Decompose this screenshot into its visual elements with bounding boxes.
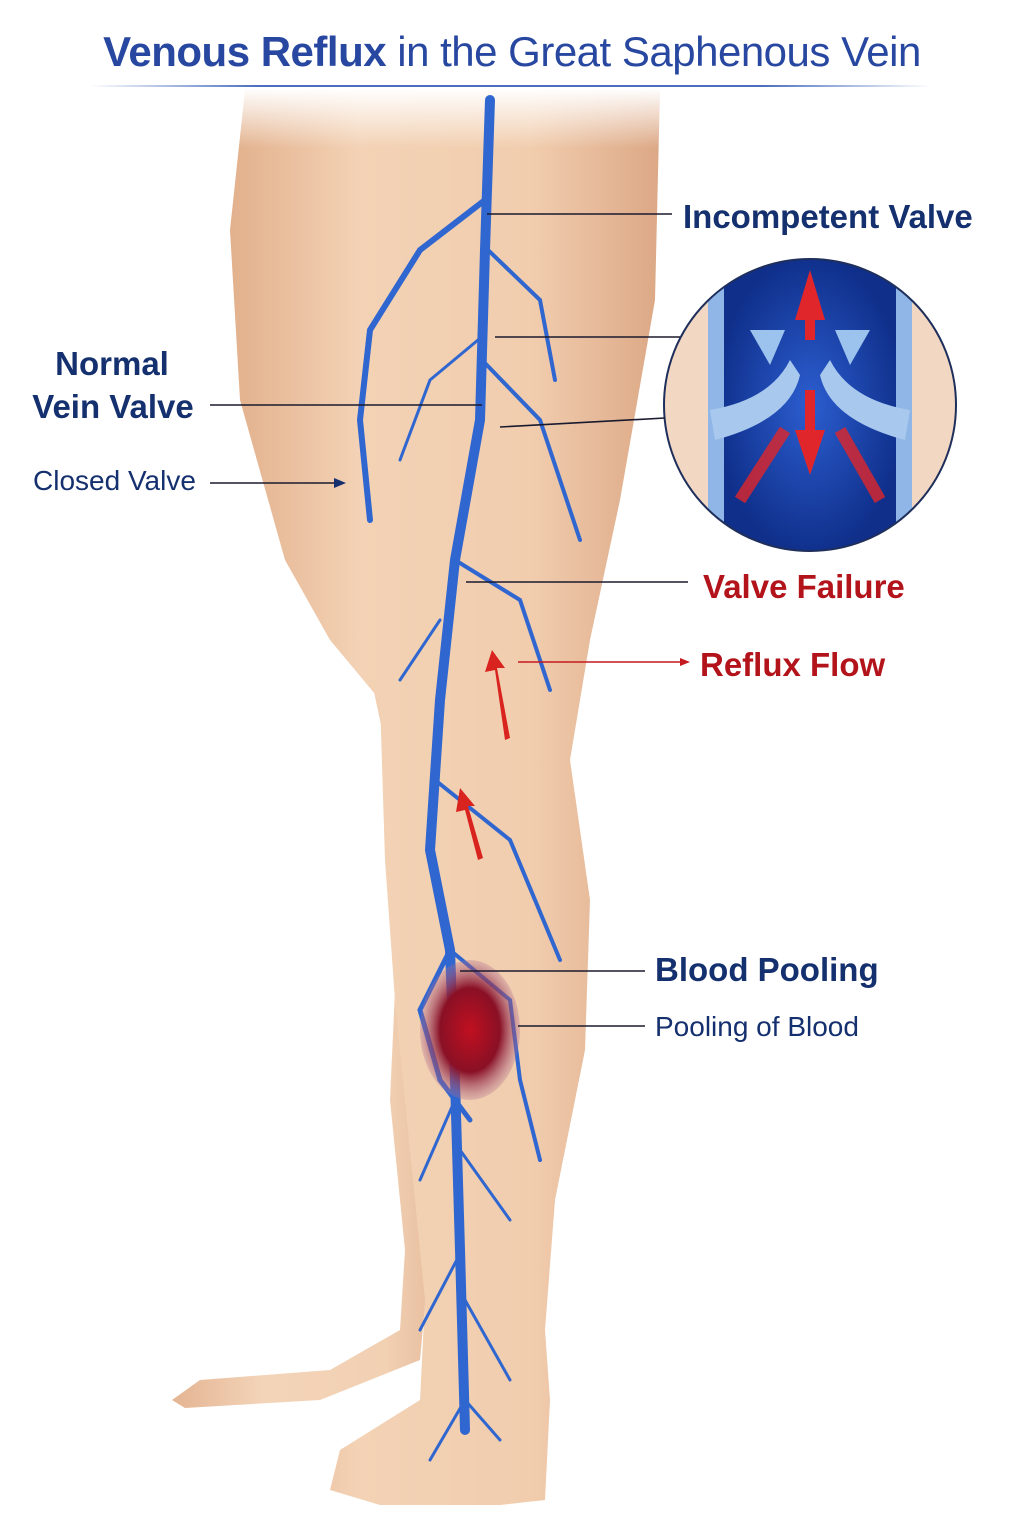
leader-lines	[210, 213, 688, 1027]
title-divider	[90, 85, 930, 87]
reflux-arrows	[456, 650, 510, 860]
closed-valve-arrowhead	[334, 478, 346, 488]
label-blood-pooling: Blood Pooling	[655, 951, 879, 988]
label-pooling-of-blood: Pooling of Blood	[655, 1011, 859, 1042]
reflux-flow-arrowhead	[680, 658, 690, 666]
title-rest: in the Great Saphenous Vein	[397, 28, 921, 75]
blood-pool	[420, 960, 520, 1100]
front-leg	[230, 90, 660, 1505]
label-valve-failure: Valve Failure	[703, 568, 905, 605]
title-bold: Venous Reflux	[103, 28, 387, 75]
page-title: Venous Reflux in the Great Saphenous Vei…	[0, 28, 1024, 76]
label-normal-line2: Vein Valve	[32, 388, 194, 425]
valve-inset	[664, 259, 956, 551]
label-reflux-flow: Reflux Flow	[700, 646, 886, 683]
label-normal-line1: Normal	[55, 345, 169, 382]
label-closed-valve: Closed Valve	[33, 465, 196, 496]
label-incompetent-valve: Incompetent Valve	[683, 198, 973, 235]
